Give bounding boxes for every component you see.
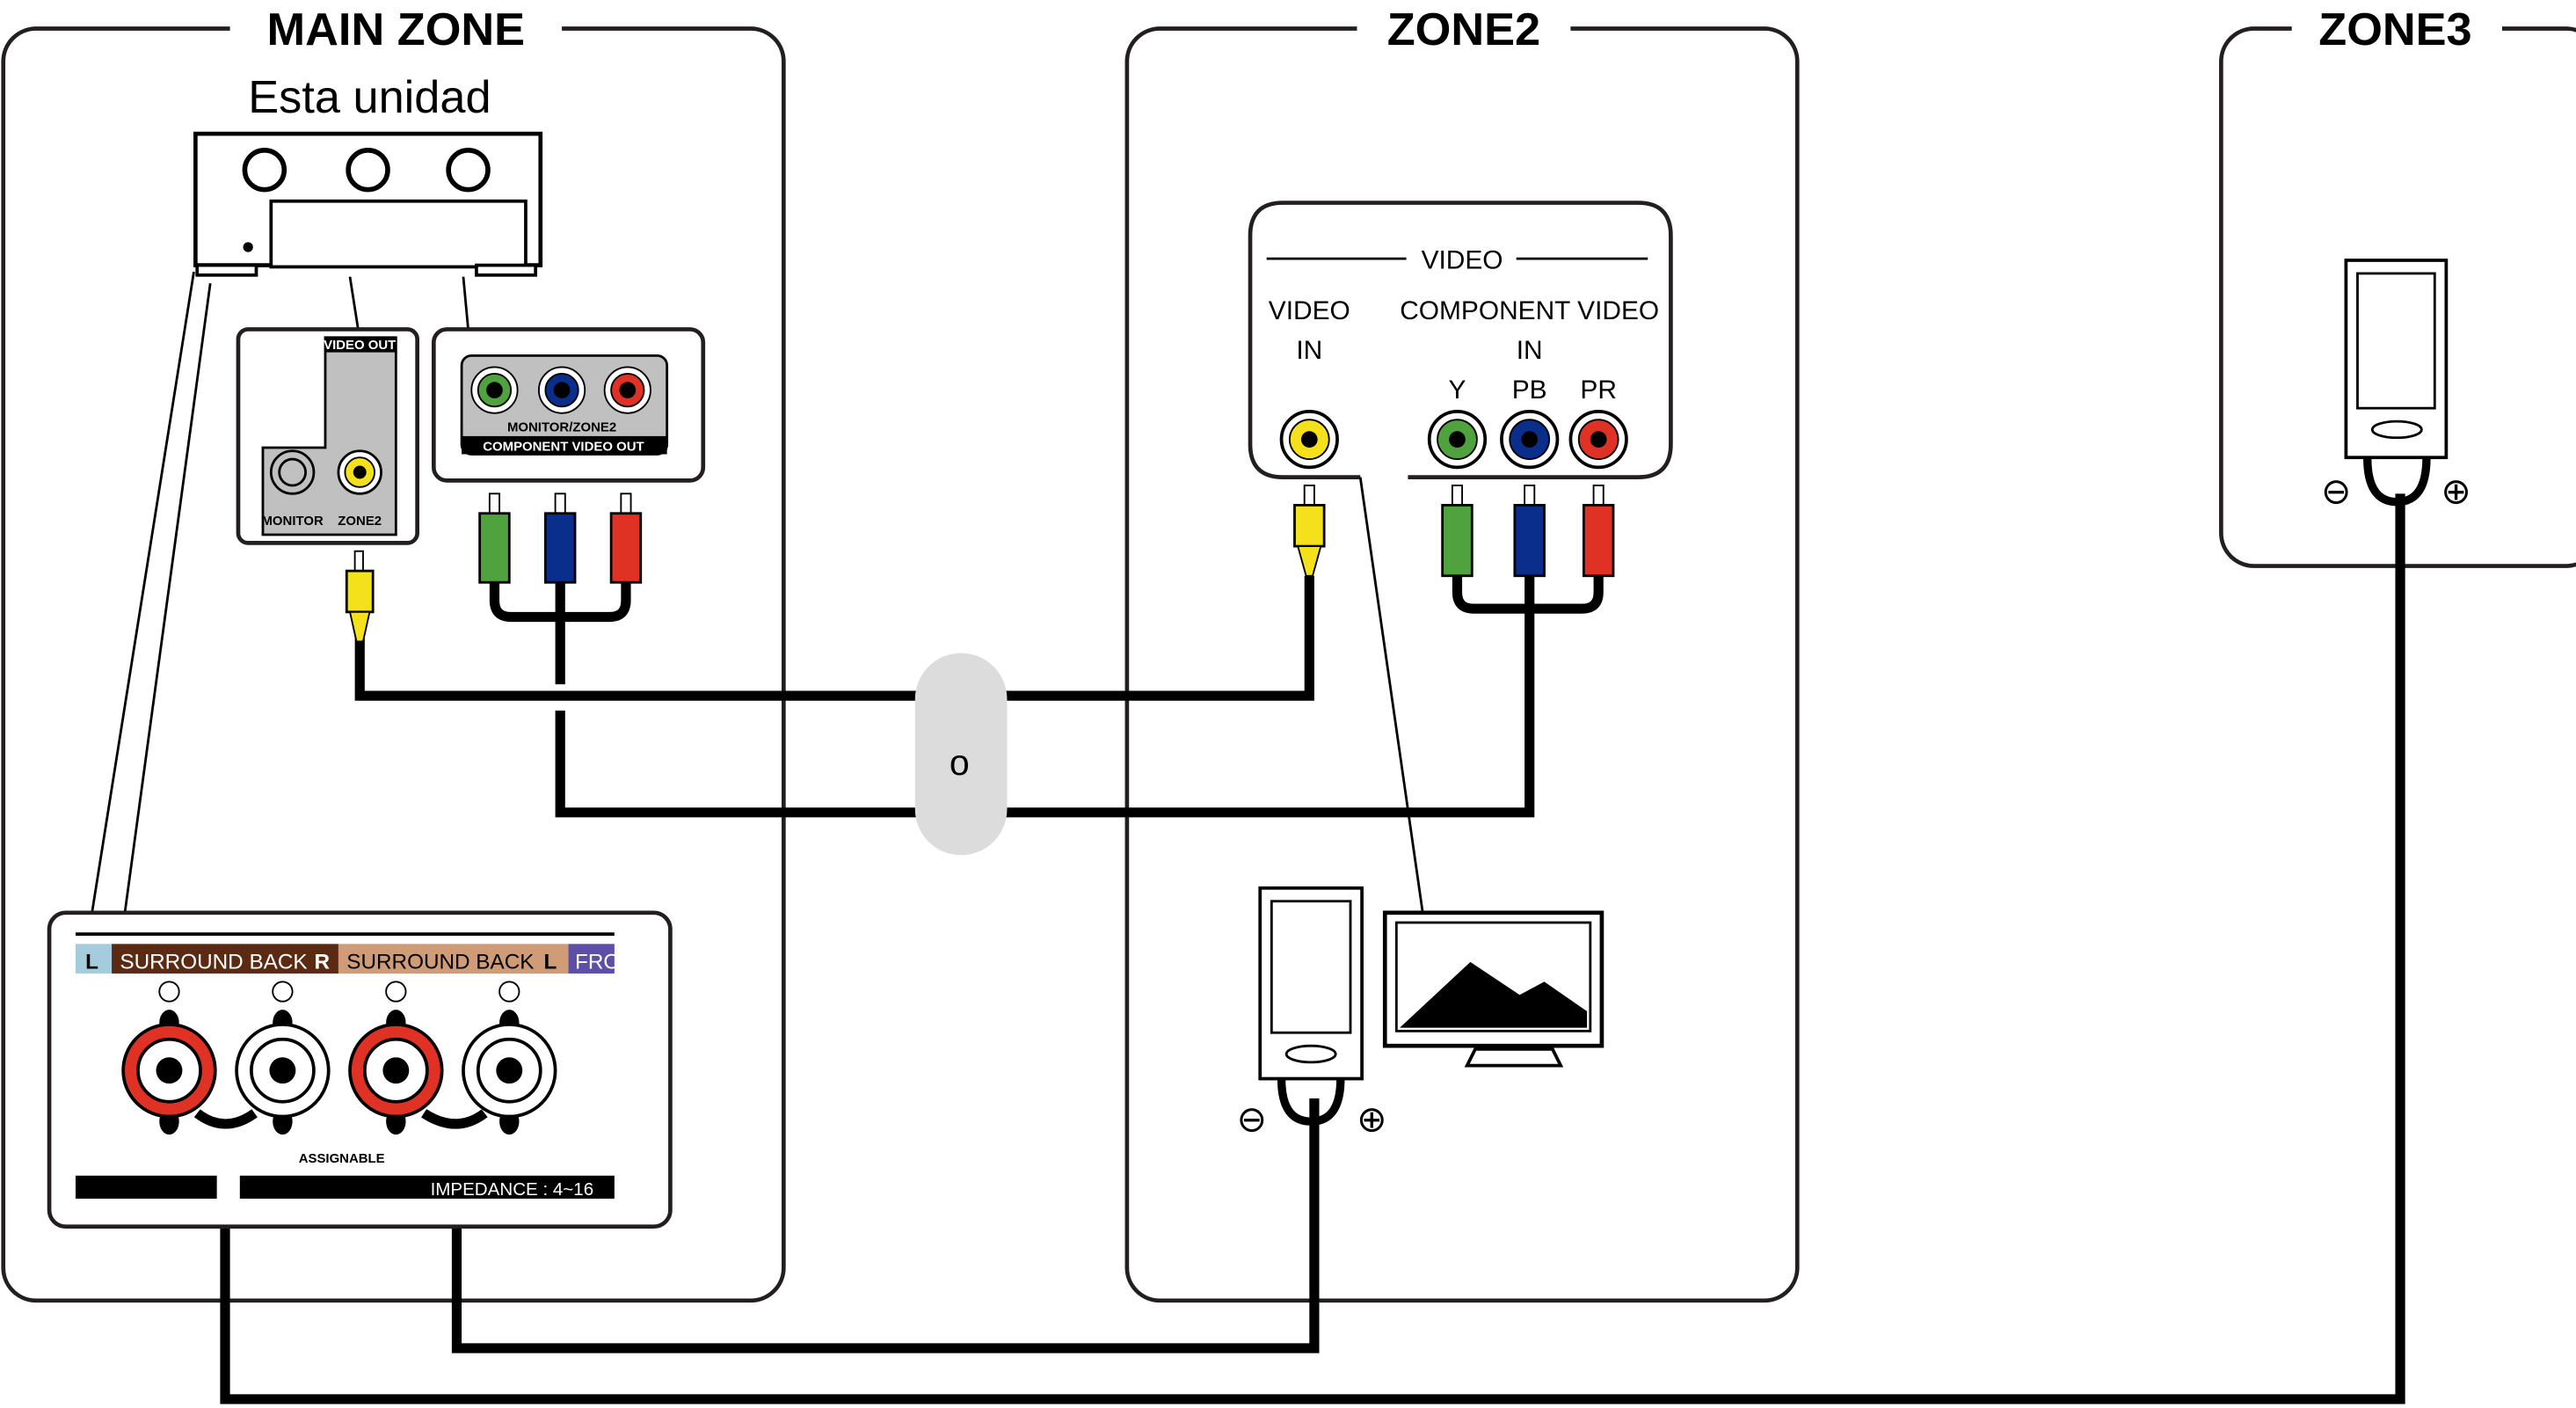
rca-plug-yellow	[345, 550, 375, 643]
or-indicator: o	[914, 653, 1008, 856]
unit-label: Esta unidad	[248, 72, 491, 123]
component-out-callout: MONITOR/ZONE2 COMPONENT VIDEO OUT	[431, 327, 706, 483]
pr-label: PR	[1580, 376, 1617, 405]
rca-plug-blue	[543, 492, 577, 584]
assignable-label: ASSIGNABLE	[299, 1151, 385, 1166]
knob-icon	[446, 147, 491, 193]
or-label: o	[950, 742, 970, 783]
monitor-jack-label: MONITOR	[261, 514, 323, 529]
power-icon	[243, 242, 253, 252]
component-in-label: COMPONENT VIDEO	[1400, 296, 1659, 325]
front-label-fragment: FRON	[575, 950, 636, 974]
component-out-header: COMPONENT VIDEO OUT	[483, 440, 644, 455]
monitor-jack-icon	[269, 449, 316, 495]
video-out-callout: VIDEO OUT MONITOR ZONE2	[236, 327, 419, 545]
zone3-minus-terminal: ⊖	[2321, 471, 2351, 512]
composite-video-cable	[354, 575, 1314, 701]
zone2-jack-label: ZONE2	[338, 514, 382, 529]
zone2-video-panel: VIDEO VIDEO IN COMPONENT VIDEO IN Y PB P…	[1248, 201, 1673, 479]
video-in-sub-label: IN	[1296, 336, 1322, 365]
zone2-plug-red	[1582, 485, 1615, 578]
zone2-plug-yellow	[1293, 485, 1326, 577]
video-in-label: VIDEO	[1269, 296, 1350, 325]
impedance-label: IMPEDANCE : 4~16	[431, 1179, 594, 1200]
surround-back-r-label: SURROUND BACK	[120, 950, 307, 974]
y-label: Y	[1448, 376, 1466, 405]
receiver-front	[193, 131, 543, 277]
video-out-header: VIDEO OUT	[324, 338, 396, 353]
zone2-plug-blue	[1513, 485, 1546, 578]
zone2-frame: ZONE2	[1124, 4, 1800, 1303]
speaker-terminal-panel: L SURROUND BACK R SURROUND BACK L FRON A…	[47, 910, 673, 1229]
binding-post-white-minus	[462, 981, 557, 1135]
l-badge: L	[544, 950, 557, 974]
zone3-speaker-icon: ⊖ ⊕	[2321, 259, 2471, 512]
zone2-speaker-icon: ⊖ ⊕	[1237, 886, 1387, 1139]
zone2-plug-green	[1441, 485, 1474, 578]
zone3-plus-terminal: ⊕	[2441, 471, 2470, 512]
binding-post-white-minus	[235, 981, 331, 1135]
r-badge: R	[314, 950, 330, 974]
binding-post-red-plus	[121, 981, 217, 1135]
component-cable-upper	[489, 579, 631, 685]
knob-icon	[242, 147, 287, 193]
zone3-title: ZONE3	[2318, 4, 2471, 55]
monitor-zone2-label: MONITOR/ZONE2	[507, 419, 616, 434]
tv-icon	[1382, 910, 1605, 1068]
zone2-title: ZONE2	[1387, 4, 1540, 55]
main-zone-title: MAIN ZONE	[267, 4, 526, 55]
knob-icon	[346, 147, 390, 193]
pb-label: PB	[1512, 376, 1547, 405]
component-in-sub-label: IN	[1517, 336, 1543, 365]
left-fragment-label: L	[85, 950, 98, 974]
zone2-minus-terminal: ⊖	[1237, 1098, 1267, 1139]
video-group-label: VIDEO	[1422, 245, 1503, 274]
binding-post-red-plus	[348, 981, 444, 1135]
zone2-plus-terminal: ⊕	[1357, 1098, 1386, 1139]
component-cable-lower	[555, 575, 1604, 818]
surround-back-l-label: SURROUND BACK	[346, 950, 534, 974]
zone3-speaker-cable	[220, 493, 2405, 1404]
rca-plug-red	[609, 492, 643, 584]
rca-plug-green	[478, 492, 511, 584]
